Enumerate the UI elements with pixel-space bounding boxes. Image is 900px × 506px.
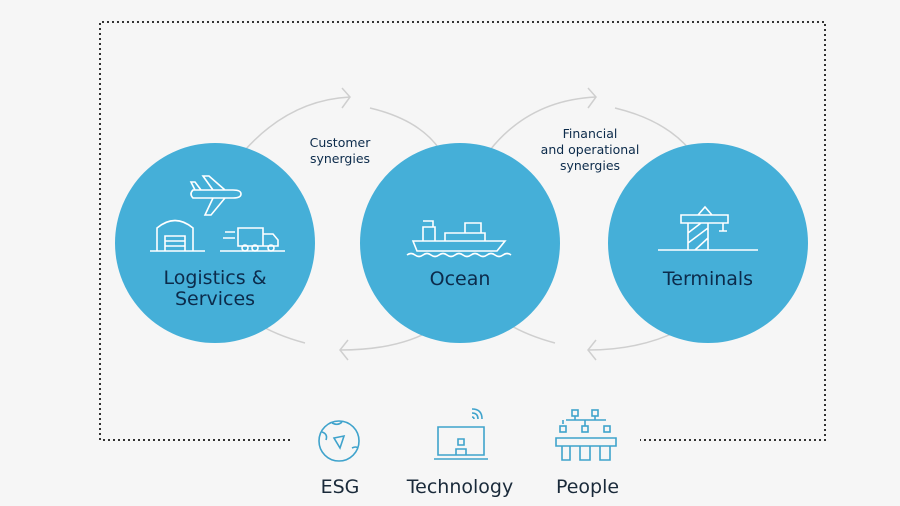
synergy-line: synergies <box>559 158 621 173</box>
arrow-top-2 <box>587 87 597 109</box>
laptop-wifi-icon <box>434 408 488 460</box>
segment-terminals: Terminals <box>608 143 808 343</box>
synergy-line: Customer <box>309 135 371 150</box>
crane-icon <box>658 205 758 251</box>
globe-icon <box>318 420 360 462</box>
synergy-label-financial: Financial and operational synergies <box>530 126 650 174</box>
enabler-esg: ESG <box>320 476 360 498</box>
container-ship-icon <box>406 220 512 258</box>
arc-top-1 <box>244 96 441 151</box>
arrow-bottom-1 <box>339 339 349 361</box>
airplane-warehouse-truck-icon <box>150 175 285 252</box>
people-network-icon <box>555 409 617 461</box>
enabler-people: People <box>555 476 620 498</box>
segment-label: Ocean <box>429 268 491 290</box>
arrow-top-1 <box>341 87 351 109</box>
segment-ocean: Ocean <box>360 143 560 343</box>
segment-label-line: Services <box>174 288 256 310</box>
synergy-line: and operational <box>540 142 640 157</box>
enabler-technology: Technology <box>406 476 514 498</box>
segment-label: Logistics & Services <box>115 268 315 310</box>
synergy-line: Financial <box>562 126 618 141</box>
arc-top-2 <box>489 96 691 151</box>
segment-label-line: Logistics & <box>163 267 267 289</box>
synergy-label-customer: Customer synergies <box>290 135 390 167</box>
dotted-frame <box>99 21 826 441</box>
synergy-line: synergies <box>309 151 371 166</box>
segment-logistics: Logistics & Services <box>115 143 315 343</box>
segment-label: Terminals <box>662 268 754 290</box>
arrow-bottom-2 <box>587 339 597 361</box>
